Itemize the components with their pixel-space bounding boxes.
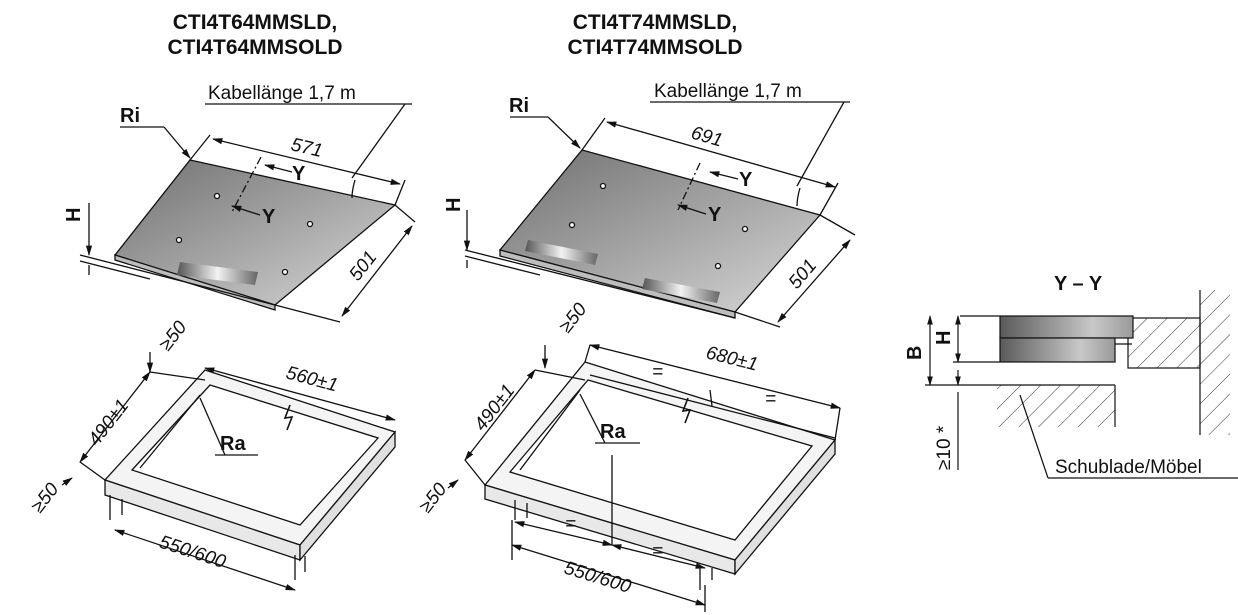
hob-left-edge [114,254,276,311]
ge50-left-top: ≥50 [155,317,191,355]
dim-line-550-left [114,529,296,591]
dim-550-left: 550/600 [156,532,228,573]
section-arrow-right-2 [677,204,707,215]
dim-line-680 [588,344,842,409]
section-arrow-left-1 [263,164,293,173]
dim-680: 680±1 [704,342,760,375]
dim-490-left: 490±1 [84,396,133,450]
drawer-label: Schublade/Möbel [1055,457,1202,478]
model-title-left: CTI4T64MMSLD, CTI4T64MMSOLD [140,10,370,60]
dim-line-550-right [511,544,706,606]
ri-label-left: Ri [120,105,140,127]
equal-top-1: = [652,362,663,383]
ge50-right-top: ≥50 [555,299,591,337]
dim-line-501-right [777,239,851,323]
equal-top-2: = [765,389,776,410]
section-drawer-hatch [997,385,1115,427]
section-glass [999,315,1134,339]
section-wall-hatch [1200,290,1230,435]
model-right-line2: CTI4T74MMSOLD [567,36,743,59]
dim-line-490-left [79,371,151,463]
y-label-right-1: Y [739,169,753,191]
y-label-right-2: Y [708,204,722,226]
hob-left [79,103,416,323]
section-arrow-left-2 [231,205,261,216]
model-right-line1: CTI4T74MMSLD, [572,11,738,34]
ra-label-right: Ra [600,421,626,443]
frame-right-inner [508,379,814,541]
worktop-left [79,254,276,306]
dim-571: 571 [289,134,325,162]
ri-label-right: Ri [509,95,529,117]
dim-550-right: 550/600 [562,558,634,598]
lightning-right-icon [681,397,692,424]
y-label-left-1: Y [292,163,306,185]
worktop-right [464,249,736,319]
ra-label-left: Ra [220,433,246,455]
h-label-section: H [933,331,955,345]
y-label-left-2: Y [262,206,276,228]
model-left-line2: CTI4T64MMSOLD [167,36,343,59]
h-label-right: H [443,198,465,212]
b-label: B [904,346,926,360]
ge50-right-bottom: ≥50 [415,479,451,517]
lightning-left-icon [283,404,294,431]
dim-501-right: 501 [785,255,821,293]
h-label-left: H [63,208,85,222]
dim-line-490-right [464,369,536,461]
section-worktop-hatch [1127,317,1201,369]
cutout-left [61,352,397,591]
cable-right [796,187,801,207]
dim-line-501-left [341,225,413,317]
model-left-line1: CTI4T64MMSLD, [172,11,338,34]
section-title: Y – Y [1054,273,1103,295]
ge50-left-bottom: ≥50 [27,479,63,517]
dim-line-571 [211,138,402,185]
equal-bottom-2: = [652,541,663,562]
dim-line-691 [605,121,837,188]
equal-bottom-1: = [565,514,576,535]
model-title-right: CTI4T74MMSLD, CTI4T74MMSOLD [540,10,770,60]
dim-501-left: 501 [345,247,381,285]
section-hob-body [999,337,1116,363]
min-gap-label: ≥10 * [934,425,955,470]
hob-left-stripe [177,262,258,285]
cutout-right [447,344,842,612]
hob-right-stripe-2 [642,278,720,303]
hob-right [463,101,856,328]
dim-line-560 [203,367,397,421]
cable-label-right: Kabellänge 1,7 m [654,81,802,102]
hob-right-stripe-1 [525,240,598,265]
cable-label-left: Kabellänge 1,7 m [208,83,356,104]
dim-490-right: 490±1 [470,381,519,435]
section-arrow-right-1 [708,171,739,180]
section-view [925,290,1238,479]
